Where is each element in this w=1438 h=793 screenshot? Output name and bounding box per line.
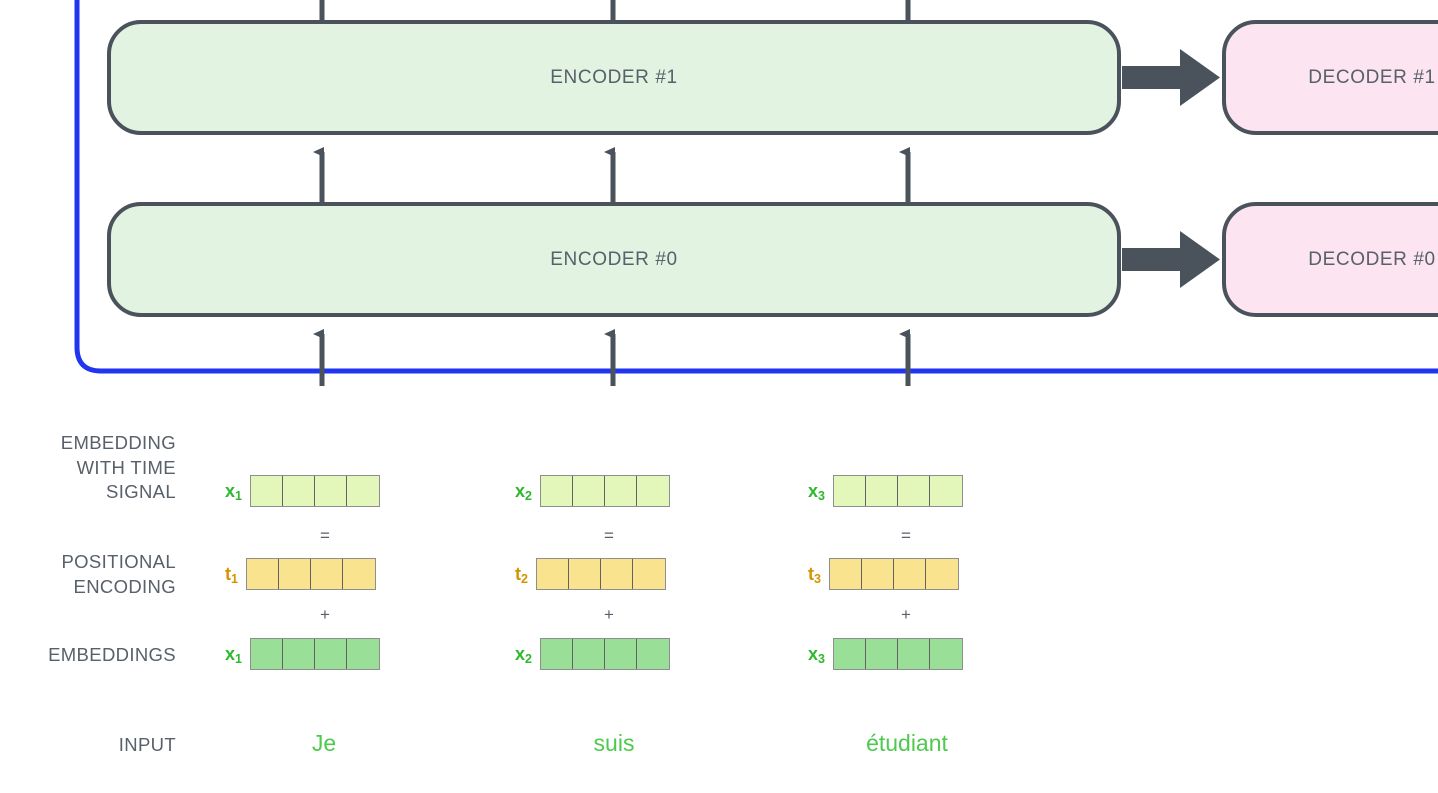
embedding-row-1: x1 [225, 638, 380, 670]
vector-cells-t3 [828, 558, 959, 590]
vector-cell [314, 639, 347, 669]
decoder-block-0-label: DECODER #0 [1308, 248, 1436, 270]
operator-equals-3: = [901, 526, 911, 545]
vector-cell [346, 639, 379, 669]
vector-cell [833, 639, 866, 669]
embedding-with-time-signal-row-1: x1 [225, 475, 380, 507]
operator-equals-2: = [604, 526, 614, 545]
operator-plus-1: + [320, 605, 330, 624]
vector-cells-x2-embedding [539, 638, 670, 670]
vector-label-x3-bottom: x3 [808, 644, 825, 666]
input-word-3: étudiant [866, 730, 948, 756]
vector-label-t2: t2 [515, 564, 528, 586]
encoder-block-1-label: ENCODER #1 [550, 66, 678, 88]
vector-cells-x3-time-signal [832, 475, 963, 507]
row-label-positional-encoding: POSITIONAL ENCODING [61, 551, 176, 597]
vector-cells-x1-embedding [249, 638, 380, 670]
vector-cell [865, 476, 898, 506]
vector-label-t3: t3 [808, 564, 821, 586]
vector-cell [929, 639, 962, 669]
vector-cell [540, 639, 573, 669]
vector-cell [897, 476, 930, 506]
input-word-2: suis [593, 730, 635, 756]
vector-cell [346, 476, 379, 506]
encoder0-to-encoder1-arrows [313, 147, 911, 202]
vector-cells-x2-time-signal [539, 475, 670, 507]
vector-cell [282, 476, 315, 506]
vector-cell [833, 476, 866, 506]
positional-encoding-row-1: t1 [225, 558, 376, 590]
vector-cell [865, 639, 898, 669]
vector-cell [829, 559, 862, 589]
vector-cells-x1-time-signal [249, 475, 380, 507]
decoder-block-1-label: DECODER #1 [1308, 66, 1436, 88]
vector-label-x2-top: x2 [515, 481, 532, 503]
vector-cells-t2 [535, 558, 666, 590]
row-label-input: INPUT [118, 734, 176, 755]
operator-plus-3: + [901, 605, 911, 624]
vector-cell [925, 559, 958, 589]
vector-label-t1: t1 [225, 564, 238, 586]
row-label-embedding-with-time-signal: EMBEDDING WITH TIME SIGNAL [60, 432, 176, 502]
embedding-with-time-signal-row-3: x3 [808, 475, 963, 507]
vector-cell [314, 476, 347, 506]
vector-cell [342, 559, 375, 589]
encoder1-output-lines [319, 0, 911, 20]
input-word-1: Je [311, 730, 337, 756]
vector-cell [600, 559, 633, 589]
vector-cell [897, 639, 930, 669]
vector-label-x1-bottom: x1 [225, 644, 242, 666]
decoder-block-1[interactable]: DECODER #1 [1222, 20, 1438, 135]
operator-plus-2: + [604, 605, 614, 624]
vector-cell [632, 559, 665, 589]
vector-cell [568, 559, 601, 589]
vector-cells-t1 [245, 558, 376, 590]
embedding-row-2: x2 [515, 638, 670, 670]
positional-encoding-row-2: t2 [515, 558, 666, 590]
vector-cell [250, 476, 283, 506]
encoder-to-decoder-arrows [1122, 49, 1220, 288]
vector-cell [636, 476, 669, 506]
vector-cell [250, 639, 283, 669]
vector-cell [572, 476, 605, 506]
decoder-block-0[interactable]: DECODER #0 [1222, 202, 1438, 317]
vector-label-x1-top: x1 [225, 481, 242, 503]
positional-encoding-row-3: t3 [808, 558, 959, 590]
vector-label-x2-bottom: x2 [515, 644, 532, 666]
embedding-with-time-signal-row-2: x2 [515, 475, 670, 507]
vector-cell [310, 559, 343, 589]
vector-cells-x3-embedding [832, 638, 963, 670]
vector-label-x3-top: x3 [808, 481, 825, 503]
encoder-block-0-label: ENCODER #0 [550, 248, 678, 270]
vector-cell [893, 559, 926, 589]
encoder-block-1[interactable]: ENCODER #1 [107, 20, 1121, 135]
vector-cell [572, 639, 605, 669]
row-label-embeddings: EMBEDDINGS [48, 644, 176, 665]
vector-cell [604, 476, 637, 506]
embedding-row-3: x3 [808, 638, 963, 670]
operator-equals-1: = [320, 526, 330, 545]
vector-cell [246, 559, 279, 589]
vector-cell [929, 476, 962, 506]
input-to-encoder0-arrows [313, 329, 911, 386]
vector-cell [536, 559, 569, 589]
vector-cell [278, 559, 311, 589]
encoder-block-0[interactable]: ENCODER #0 [107, 202, 1121, 317]
vector-cell [282, 639, 315, 669]
vector-cell [540, 476, 573, 506]
vector-cell [861, 559, 894, 589]
vector-cell [636, 639, 669, 669]
vector-cell [604, 639, 637, 669]
